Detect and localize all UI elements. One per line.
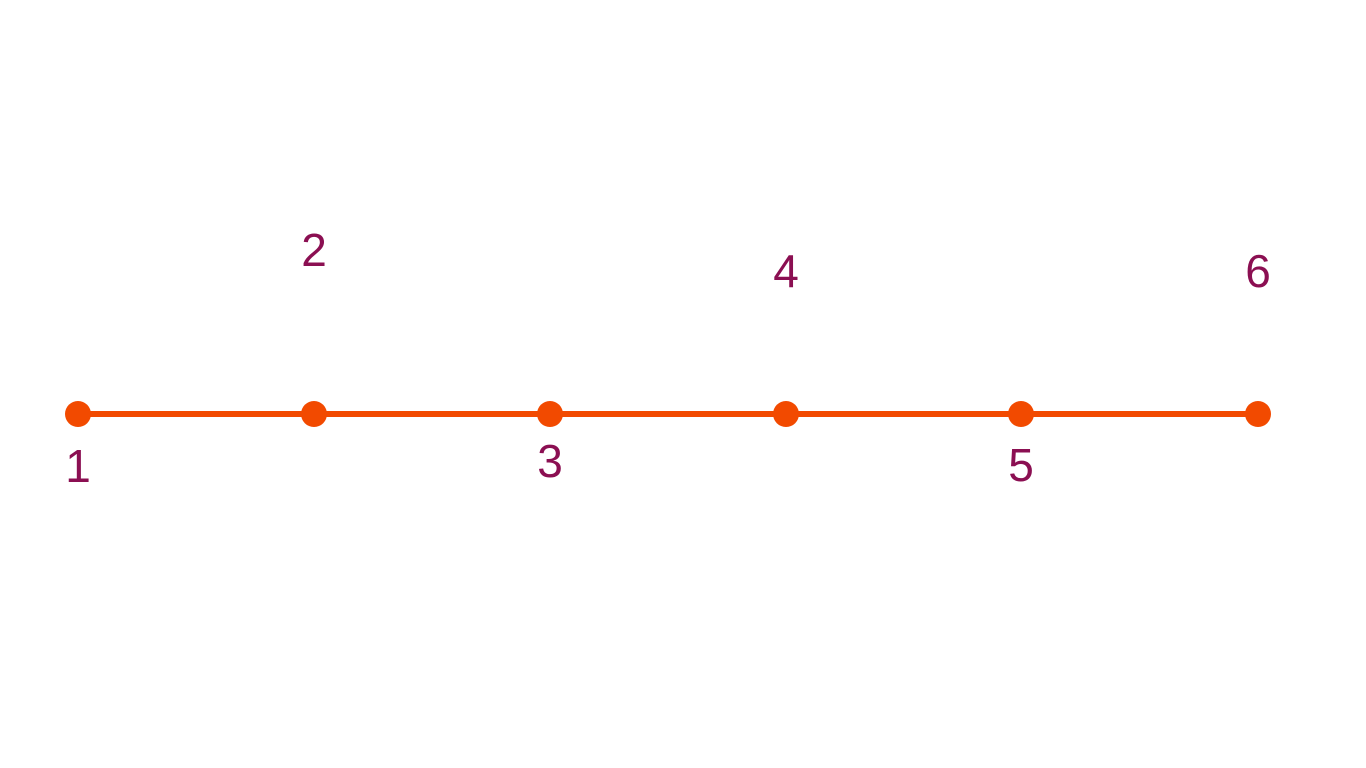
timeline-point-6	[1245, 401, 1271, 427]
point-label-3: 3	[537, 435, 563, 487]
point-label-6: 6	[1245, 245, 1271, 297]
point-label-2: 2	[301, 224, 327, 276]
timeline-point-5	[1008, 401, 1034, 427]
timeline-point-4	[773, 401, 799, 427]
timeline-point-1	[65, 401, 91, 427]
timeline-point-2	[301, 401, 327, 427]
point-label-5: 5	[1008, 439, 1034, 491]
timeline-point-3	[537, 401, 563, 427]
point-label-1: 1	[65, 440, 91, 492]
point-label-4: 4	[773, 245, 799, 297]
